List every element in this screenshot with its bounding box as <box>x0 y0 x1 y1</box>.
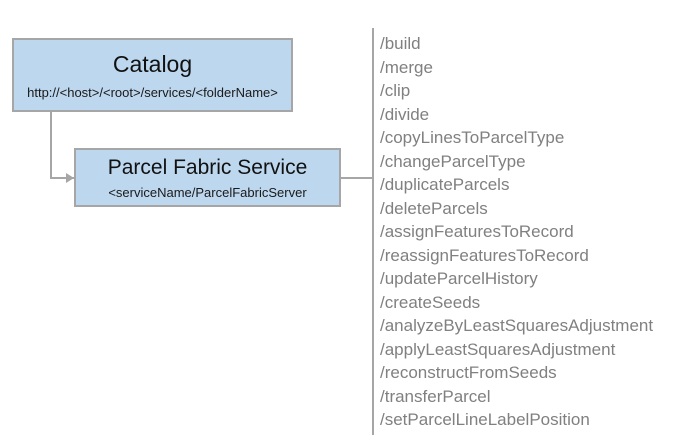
list-item[interactable]: /build <box>380 34 421 53</box>
catalog-node-title: Catalog <box>112 51 193 78</box>
list-item[interactable]: /createSeeds <box>380 292 481 312</box>
list-item[interactable]: /assignFeaturesToRecord <box>380 222 574 241</box>
list-item[interactable]: /copyLinesToParcelType <box>380 128 565 147</box>
list-item[interactable]: /divide <box>380 104 430 124</box>
connector-vertical-segment <box>50 112 52 179</box>
list-item[interactable]: /reconstructFromSeeds <box>380 363 557 382</box>
list-item[interactable]: /deleteParcels <box>380 198 488 218</box>
list-item[interactable]: /updateParcelHistory <box>380 269 538 288</box>
list-item[interactable]: /reassignFeaturesToRecord <box>380 245 589 265</box>
connector-horizontal-segment <box>50 177 74 179</box>
list-item[interactable]: /transferParcel <box>380 386 491 406</box>
list-item[interactable]: /analyzeByLeastSquaresAdjustment <box>380 316 654 335</box>
list-item[interactable]: /duplicateParcels <box>380 175 510 194</box>
service-node-title: Parcel Fabric Service <box>107 156 308 180</box>
operations-divider-line <box>372 28 374 435</box>
parcel-fabric-service-node[interactable]: Parcel Fabric Service <serviceName/Parce… <box>74 148 341 207</box>
list-item[interactable]: /applyLeastSquaresAdjustment <box>380 339 616 359</box>
service-node-path: <serviceName/ParcelFabricServer <box>108 184 307 200</box>
operations-list: /build /merge /clip /divide /copyLinesTo… <box>380 32 680 432</box>
list-item[interactable]: /clip <box>380 81 411 100</box>
list-item[interactable]: /setParcelLineLabelPosition <box>380 410 590 429</box>
catalog-node-url: http://<host>/<root>/services/<folderNam… <box>27 84 278 100</box>
catalog-node[interactable]: Catalog http://<host>/<root>/services/<f… <box>12 38 293 112</box>
connector-service-to-operations <box>341 177 374 179</box>
list-item[interactable]: /merge <box>380 57 433 77</box>
list-item[interactable]: /changeParcelType <box>380 151 526 171</box>
arrow-right-icon <box>66 173 74 183</box>
